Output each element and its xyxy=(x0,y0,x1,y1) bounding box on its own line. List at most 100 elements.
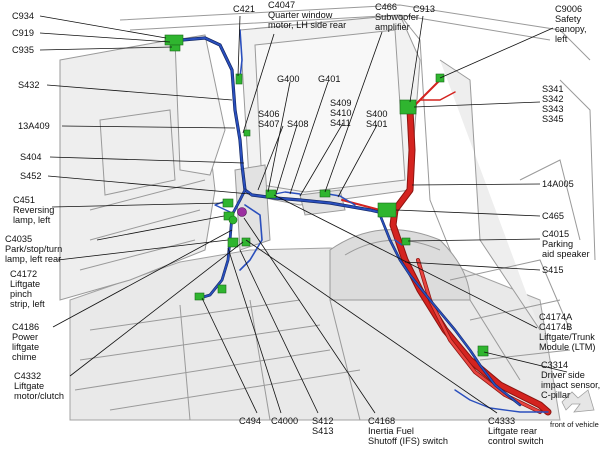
label-c4000: C4000 xyxy=(271,416,298,426)
label-s404: S404 xyxy=(20,152,41,162)
label-line: Driver side xyxy=(541,370,585,380)
label-s452: S452 xyxy=(20,171,41,181)
label-line: S411 xyxy=(330,118,351,128)
label-line: control switch xyxy=(488,436,544,446)
ifs-switch-icon xyxy=(237,207,247,217)
label-line: 13A409 xyxy=(18,121,50,131)
label-line: C4035 xyxy=(5,234,32,244)
label-line: motor, LH side rear xyxy=(268,20,346,30)
label-c913: C913 xyxy=(413,4,435,14)
label-c935: C935 xyxy=(12,45,34,55)
label-line: S404 xyxy=(20,152,41,162)
label-c919: C919 xyxy=(12,28,34,38)
label-line: aid speaker xyxy=(542,249,590,259)
label-line: Liftgate xyxy=(14,381,44,391)
label-line: impact sensor, xyxy=(541,380,600,390)
label-line: C421 xyxy=(233,4,255,14)
label-line: S341 xyxy=(542,84,563,94)
label-line: S412 xyxy=(312,416,333,426)
label-line: C4174B xyxy=(539,322,572,332)
label-line: G400 xyxy=(277,74,299,84)
harness-14a005 xyxy=(341,79,552,416)
label-s432: S432 xyxy=(18,80,39,90)
label-line: Liftgate xyxy=(10,279,40,289)
label-line: lamp, left rear xyxy=(5,254,61,264)
label-line: C466 xyxy=(375,2,397,12)
label-line: Liftgate/Trunk xyxy=(539,332,595,342)
label-line: C494 xyxy=(239,416,261,426)
label-line: lamp, left xyxy=(13,215,51,225)
label-line: C919 xyxy=(12,28,34,38)
label-line: S432 xyxy=(18,80,39,90)
label-line: liftgate xyxy=(12,342,39,352)
label-line: front of vehicle xyxy=(550,420,599,429)
label-line: amplifier xyxy=(375,22,410,32)
label-c421: C421 xyxy=(233,4,255,14)
front-of-vehicle-arrow-icon xyxy=(561,389,595,413)
label-line: C9006 xyxy=(555,4,582,14)
label-line: S415 xyxy=(542,265,563,275)
label-line: C3314 xyxy=(541,360,568,370)
label-line: S406 xyxy=(258,109,279,119)
label-line: Quarter window xyxy=(268,10,333,20)
label-line: Inertia Fuel xyxy=(368,426,414,436)
leader-lines xyxy=(39,15,568,414)
connectors xyxy=(164,34,489,357)
label-c934: C934 xyxy=(12,11,34,21)
label-c494: C494 xyxy=(239,416,261,426)
label-line: C934 xyxy=(12,11,34,21)
label-line: S410 xyxy=(330,108,351,118)
label-line: C4174A xyxy=(539,312,573,322)
label-line: strip, left xyxy=(10,299,45,309)
label-line: S345 xyxy=(542,114,563,124)
label-line: C4015 xyxy=(542,229,569,239)
label-line: S401 xyxy=(366,119,387,129)
callout-labels: C934 C919 C935 S432 13A409 S404 S452 C45… xyxy=(5,0,600,446)
label-line: Power xyxy=(12,332,38,342)
label-line: C935 xyxy=(12,45,34,55)
label-line: C4172 xyxy=(10,269,37,279)
vehicle-body-outline xyxy=(59,4,596,421)
label-line: Parking xyxy=(542,239,573,249)
label-line: S413 xyxy=(312,426,333,436)
label-line: Safety xyxy=(555,14,581,24)
label-s415: S415 xyxy=(542,265,563,275)
label-line: pinch xyxy=(10,289,32,299)
label-line: S400 xyxy=(366,109,387,119)
label-line: Subwoofer xyxy=(375,12,419,22)
label-line: S343 xyxy=(542,104,563,114)
label-line: left xyxy=(555,34,568,44)
label-line: S452 xyxy=(20,171,41,181)
label-line: Module (LTM) xyxy=(539,342,596,352)
label-line: C4168 xyxy=(368,416,395,426)
label-line: S408 xyxy=(287,119,308,129)
label-g401: G401 xyxy=(318,74,340,84)
label-line: canopy, xyxy=(555,24,587,34)
label-line: C-pillar xyxy=(541,390,570,400)
label-line: C4333 xyxy=(488,416,515,426)
label-line: Reversing xyxy=(13,205,54,215)
label-line: 14A005 xyxy=(542,179,574,189)
label-line: C451 xyxy=(13,195,35,205)
label-14a005: 14A005 xyxy=(542,179,574,189)
label-line: Shutoff (IFS) switch xyxy=(368,436,448,446)
label-line: C4000 xyxy=(271,416,298,426)
label-line: C4332 xyxy=(14,371,41,381)
